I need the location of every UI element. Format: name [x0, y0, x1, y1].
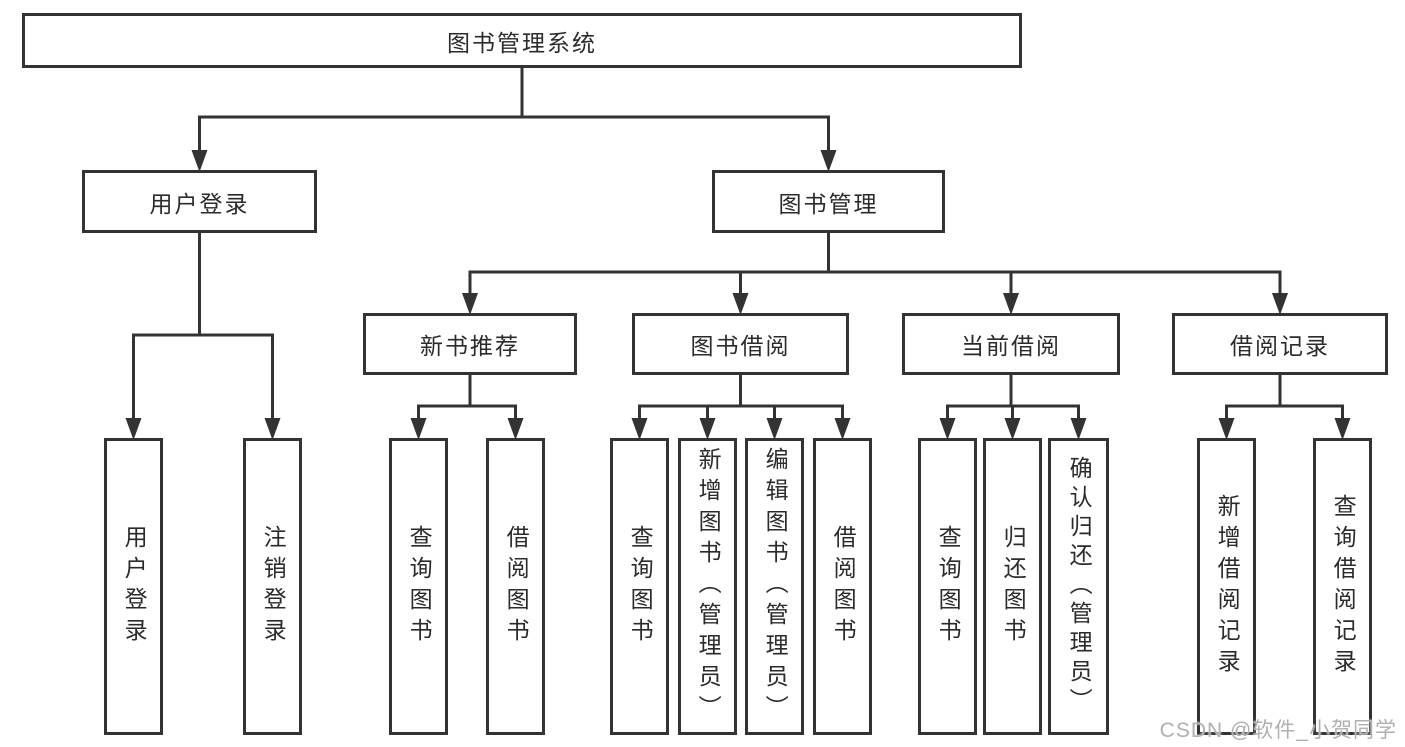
- leaf-logout: 注销登录: [243, 438, 302, 735]
- node-user-login-group: 用户登录: [82, 170, 317, 233]
- leaf-records-query-record: 查询借阅记录: [1313, 438, 1372, 735]
- leaf-label: 归还图书: [1000, 524, 1027, 649]
- leaf-label: 查询图书: [627, 524, 654, 649]
- leaf-newbook-query-book: 查询图书: [389, 438, 448, 735]
- connector-user-login-children: [125, 233, 281, 440]
- leaf-label: 用户登录: [121, 524, 148, 649]
- leaf-label: 确认归还（管理员）: [1066, 456, 1093, 717]
- leaf-current-query-book: 查询图书: [918, 438, 977, 735]
- leaf-newbook-borrow-book: 借阅图书: [486, 438, 545, 735]
- leaf-label: 注销登录: [260, 524, 287, 649]
- leaf-label: 借阅图书: [830, 524, 857, 649]
- connector-book-management-children: [462, 233, 1288, 315]
- connector-borrow-records-children: [1218, 375, 1351, 440]
- connector-current-borrow-children: [939, 375, 1087, 440]
- node-book-borrow: 图书借阅: [632, 313, 849, 375]
- node-current-borrow: 当前借阅: [902, 313, 1120, 375]
- leaf-current-confirm-return-admin: 确认归还（管理员）: [1048, 438, 1109, 735]
- leaf-label: 查询借阅记录: [1330, 493, 1357, 680]
- node-library-management-system: 图书管理系统: [22, 13, 1022, 68]
- leaf-borrow-borrow-book: 借阅图书: [813, 438, 872, 735]
- leaf-label: 编辑图书（管理员）: [762, 447, 789, 726]
- node-book-management: 图书管理: [712, 170, 945, 233]
- leaf-label: 新增借阅记录: [1214, 493, 1241, 680]
- leaf-user-login: 用户登录: [104, 438, 163, 735]
- leaf-borrow-query-book: 查询图书: [610, 438, 669, 735]
- connector-root-to-level1: [191, 68, 837, 172]
- connector-new-book-children: [410, 375, 524, 440]
- leaf-label: 借阅图书: [503, 524, 530, 649]
- leaf-borrow-edit-book-admin: 编辑图书（管理员）: [745, 438, 804, 735]
- leaf-label: 查询图书: [935, 524, 962, 649]
- csdn-watermark: CSDN @软件_小贺同学: [1159, 719, 1397, 742]
- node-new-book-recommend: 新书推荐: [363, 313, 577, 375]
- leaf-label: 新增图书（管理员）: [695, 447, 722, 726]
- node-borrow-records: 借阅记录: [1172, 313, 1388, 375]
- leaf-borrow-add-book-admin: 新增图书（管理员）: [678, 438, 737, 735]
- leaf-records-add-record: 新增借阅记录: [1197, 438, 1256, 735]
- leaf-current-return-book: 归还图书: [983, 438, 1042, 735]
- connector-book-borrow-children: [631, 375, 851, 440]
- leaf-label: 查询图书: [406, 524, 433, 649]
